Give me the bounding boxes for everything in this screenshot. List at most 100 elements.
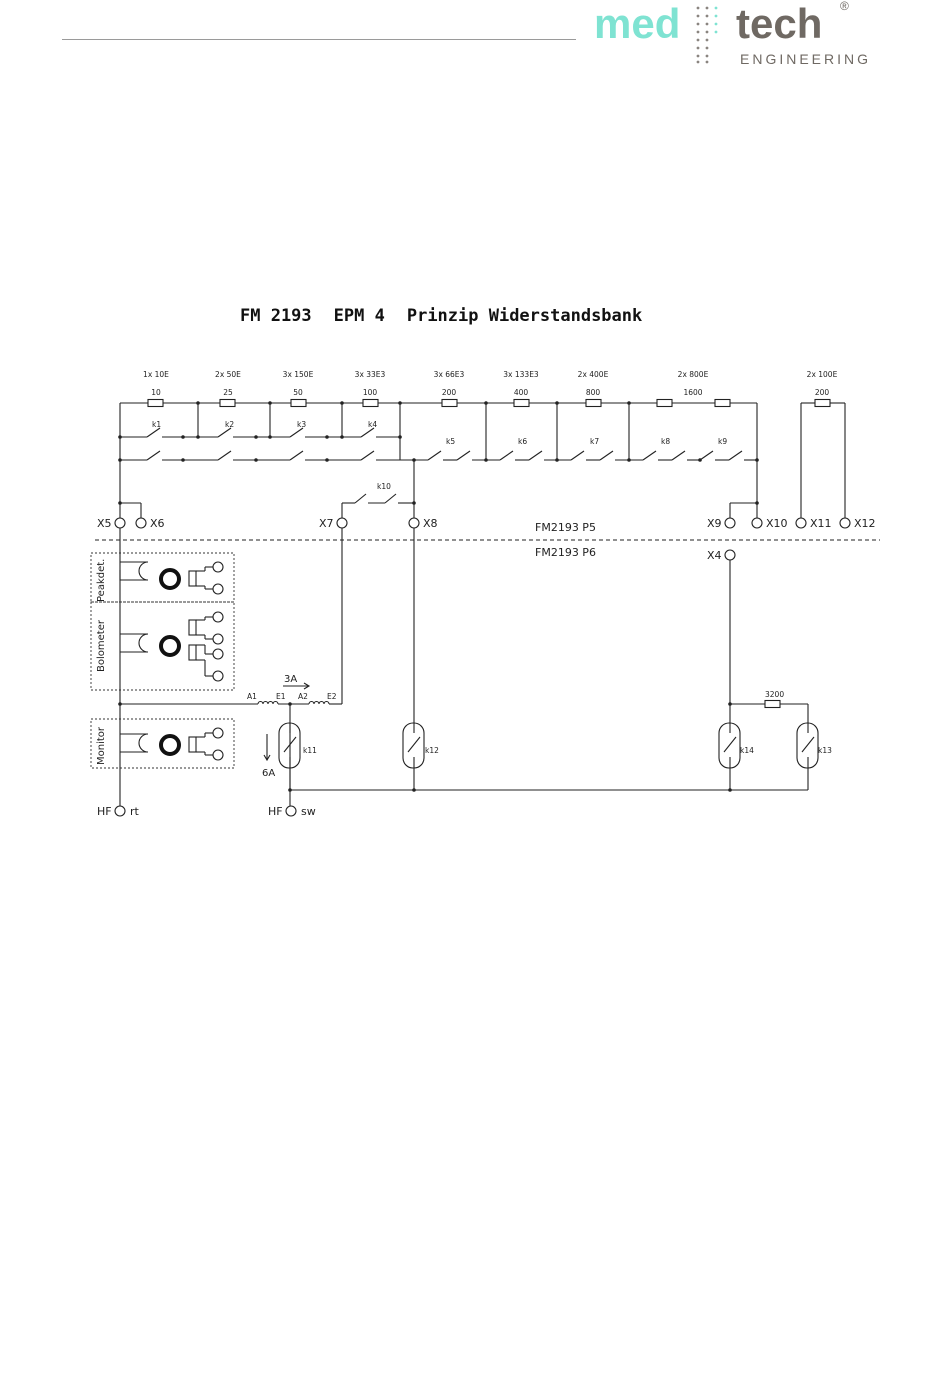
terminal-x12 [839, 517, 851, 529]
resistor-200 [441, 398, 458, 408]
logo-dot-grid-icon [696, 6, 718, 64]
label-a2: A2 [298, 692, 308, 701]
resistor-25 [219, 398, 236, 408]
switch-k4 [360, 427, 375, 438]
coil-a2-e2 [308, 700, 330, 705]
switch-k10-group: k10 [341, 460, 416, 518]
label-k14: k14 [740, 746, 754, 755]
resistor-400 [513, 398, 530, 408]
switch-k5 [427, 450, 442, 461]
page-title: FM 2193 EPM 4 Prinzip Widerstandsbank [240, 306, 664, 326]
group-value-7: 800 [586, 388, 601, 397]
board-label-p6: FM2193 P6 [535, 546, 596, 559]
coil-a1-e1 [257, 700, 279, 705]
peakdet-ring-icon [159, 568, 181, 590]
group-value-5: 200 [442, 388, 457, 397]
label-x9: X9 [707, 517, 722, 530]
group-value-3: 50 [293, 388, 303, 397]
group-spec-8: 2x 800E [678, 370, 709, 379]
group-value-9: 200 [815, 388, 830, 397]
terminal-x4 [724, 549, 736, 561]
group-spec-7: 2x 400E [578, 370, 609, 379]
label-x5: X5 [97, 517, 112, 530]
label-e1: E1 [276, 692, 286, 701]
logo-med: med [594, 0, 680, 47]
switch-k8 [642, 450, 657, 461]
title-caption: Prinzip Widerstandsbank [406, 306, 643, 326]
label-hf-2: HF [268, 805, 283, 818]
label-x6: X6 [150, 517, 165, 530]
resistor-1600-b [714, 398, 731, 408]
label-current-3a: 3A [284, 674, 297, 685]
group-spec-6: 3x 133E3 [503, 370, 539, 379]
group-value-1: 10 [151, 388, 161, 397]
group-spec-4: 3x 33E3 [355, 370, 386, 379]
label-x12: X12 [854, 517, 876, 530]
resistor-50 [290, 398, 307, 408]
label-x4: X4 [707, 549, 722, 562]
label-k11: k11 [303, 746, 317, 755]
switch-k6 [499, 450, 514, 461]
reed-relays: k11 k12 k14 k13 [278, 722, 832, 769]
company-logo: med tech ® ENGINEERING [594, 0, 871, 67]
terminal-x7 [336, 517, 348, 529]
group-spec-9: 2x 100E [807, 370, 838, 379]
switch-k1 [146, 427, 161, 438]
logo-registered-mark: ® [840, 0, 849, 13]
module-peakdet: Peakdet. [90, 552, 235, 603]
terminal-x6 [135, 517, 147, 529]
resistor-100 [362, 398, 379, 408]
monitor-ring-icon [159, 734, 181, 756]
label-k13: k13 [818, 746, 832, 755]
resistor-200-x11-x12 [814, 398, 831, 408]
title-device: FM 2193 [240, 306, 312, 326]
resistor-1600-a [656, 398, 673, 408]
label-k10: k10 [377, 482, 391, 491]
group-spec-2: 2x 50E [215, 370, 241, 379]
lower-switch-row: k5 k6 k7 k8 k9 [118, 437, 759, 462]
label-k7: k7 [590, 437, 599, 446]
label-k8: k8 [661, 437, 670, 446]
bolometer-ring-icon [159, 635, 181, 657]
label-peakdet: Peakdet. [96, 559, 107, 602]
group-value-2: 25 [223, 388, 233, 397]
coil-line: A1 E1 A2 E2 3A 6A [118, 674, 342, 806]
switch-k7 [570, 450, 585, 461]
label-k1: k1 [152, 420, 161, 429]
tap-lines [119, 401, 846, 518]
label-k5: k5 [446, 437, 455, 446]
group-spec-3: 3x 150E [283, 370, 314, 379]
label-k2: k2 [225, 420, 234, 429]
upper-switch-row: k1 k2 k3 k4 [118, 420, 402, 439]
label-k12: k12 [425, 746, 439, 755]
board-label-p5: FM2193 P5 [535, 521, 596, 534]
label-current-6a: 6A [262, 768, 275, 779]
resistor-800 [585, 398, 602, 408]
label-x10: X10 [766, 517, 788, 530]
resistor-rail [120, 398, 845, 408]
terminal-x11 [795, 517, 807, 529]
label-x11: X11 [810, 517, 832, 530]
logo-tech: tech [736, 0, 822, 47]
logo-subtitle: ENGINEERING [740, 51, 871, 67]
label-sw: sw [301, 805, 316, 818]
group-value-8: 1600 [683, 388, 702, 397]
label-e2: E2 [327, 692, 337, 701]
terminal-x8 [408, 517, 420, 529]
label-k3: k3 [297, 420, 306, 429]
label-a1: A1 [247, 692, 257, 701]
group-spec-1: 1x 10E [143, 370, 169, 379]
switch-k3 [289, 427, 304, 438]
terminal-hf-rt [114, 805, 126, 817]
label-hf-1: HF [97, 805, 112, 818]
switch-k2 [217, 427, 232, 438]
header-rule [62, 39, 576, 40]
module-monitor: Monitor [90, 718, 235, 769]
label-3200: 3200 [765, 690, 784, 699]
terminals-p5: X5 X6 X7 X8 X9 X10 X11 X12 [97, 517, 876, 530]
terminal-x9 [724, 517, 736, 529]
label-x8: X8 [423, 517, 438, 530]
switch-k10 [384, 493, 397, 504]
title-model: EPM 4 [333, 306, 385, 326]
label-bolometer: Bolometer [96, 619, 107, 672]
